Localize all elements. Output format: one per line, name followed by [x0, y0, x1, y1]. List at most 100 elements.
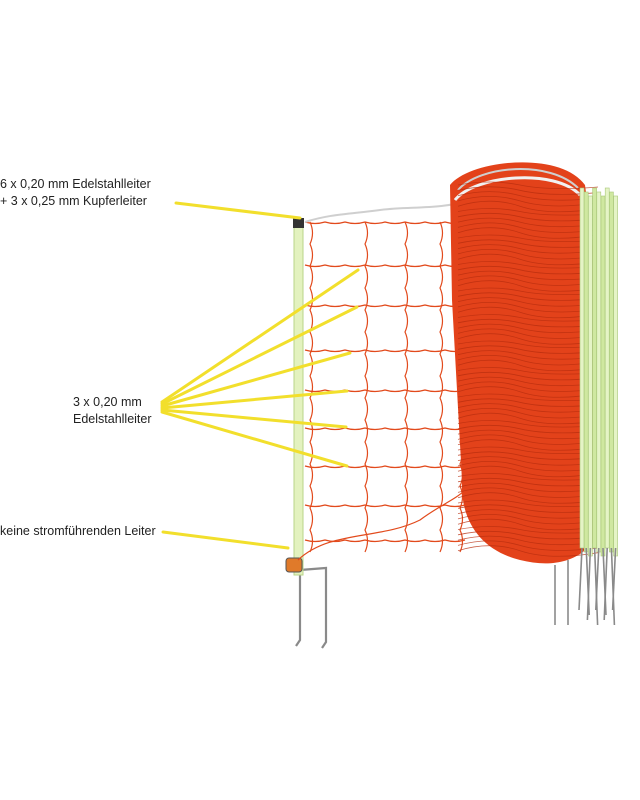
net-strand	[297, 489, 466, 561]
roll-strand	[457, 297, 602, 307]
roll-strand	[457, 328, 602, 339]
net-strand	[439, 221, 444, 553]
roll-strand	[457, 280, 602, 292]
roll-strand	[457, 403, 599, 413]
roll-strand	[457, 465, 599, 478]
label-bottom-conductor: keine stromführenden Leiter	[0, 523, 156, 540]
roll-strand	[457, 446, 605, 454]
label-top-conductor: 6 x 0,20 mm Edelstahlleiter + 3 x 0,25 m…	[0, 176, 151, 210]
roll-strand	[457, 186, 602, 195]
roll-strand	[457, 359, 602, 372]
roll-strand	[457, 234, 602, 242]
roll-strand	[457, 514, 599, 525]
roll-strand	[457, 208, 605, 216]
net-roll	[450, 162, 610, 564]
top-wire	[304, 199, 471, 223]
leader-line-6	[160, 410, 349, 468]
roll-strand	[457, 540, 605, 551]
post-bundle	[554, 187, 618, 626]
bundle-post	[604, 187, 610, 549]
label-middle-conductor: 3 x 0,20 mm Edelstahlleiter	[73, 394, 152, 428]
roll-strand	[457, 429, 605, 440]
roll-strand	[457, 196, 599, 207]
post-spike	[295, 566, 328, 649]
roll-strand	[457, 253, 605, 266]
roll-strand	[457, 306, 599, 319]
bundle-post	[583, 191, 589, 553]
net-strand	[304, 221, 466, 225]
net-strand	[304, 264, 466, 268]
bundle-post	[609, 191, 614, 553]
post-cap	[293, 218, 304, 228]
net-strand	[304, 349, 466, 353]
bundle-spike	[578, 547, 583, 611]
roll-strand	[457, 323, 599, 334]
roll-strand	[457, 381, 605, 392]
roll-strand	[457, 318, 605, 328]
roll-strand	[457, 244, 599, 254]
roll-strand	[457, 461, 605, 472]
roll-strand	[457, 340, 599, 348]
roll-strand	[457, 191, 605, 201]
roll-strand	[457, 398, 605, 407]
net-strand	[304, 465, 466, 469]
roll-strand	[457, 376, 602, 387]
roll-strand	[457, 482, 599, 493]
leader-line-5	[160, 408, 348, 429]
roll-strand	[457, 477, 605, 487]
roll-strand	[457, 535, 602, 546]
label-middle-line1: 3 x 0,20 mm	[73, 395, 142, 409]
roll-strand	[457, 302, 605, 313]
roll-strand	[457, 355, 599, 366]
roll-strand	[457, 239, 605, 248]
roll-strand	[457, 439, 602, 451]
roll-strand	[457, 456, 602, 466]
bundle-post	[579, 187, 585, 549]
leader-line-3	[160, 351, 352, 408]
roll-strand	[457, 518, 602, 531]
bundle-spike	[586, 547, 592, 621]
roll-strand	[457, 367, 605, 375]
roll-strand	[457, 434, 599, 445]
roll-strand	[457, 222, 605, 233]
roll-strand	[457, 265, 602, 275]
roll-strand	[457, 504, 602, 513]
net-strand	[304, 427, 466, 431]
leader-line-1	[160, 268, 360, 404]
bundle-spike	[595, 547, 600, 611]
label-top-line1: 6 x 0,20 mm Edelstahlleiter	[0, 177, 151, 191]
net-strand	[364, 221, 369, 553]
roll-strand	[457, 473, 602, 481]
roll-strand	[457, 412, 605, 425]
bundle-post	[596, 191, 602, 553]
roll-strand	[457, 530, 599, 540]
roll-strand	[457, 270, 605, 281]
label-top-line2: + 3 x 0,25 mm Kupferleiter	[0, 194, 147, 208]
net-strand	[304, 504, 466, 508]
roll-strand	[457, 261, 599, 269]
net-strand	[404, 221, 409, 553]
roll-strand	[457, 227, 599, 239]
leader-line-top	[174, 201, 302, 220]
roll-strand	[457, 487, 602, 498]
roll-strand	[457, 249, 602, 260]
bundle-spike	[593, 547, 599, 626]
bundle-spike	[603, 547, 608, 621]
roll-strand	[457, 292, 599, 301]
leader-line-4	[160, 389, 349, 410]
net-roll-texture	[457, 181, 605, 557]
roll-strand	[457, 424, 602, 434]
roll-strand	[457, 287, 605, 295]
fence-post	[293, 224, 304, 576]
roll-strand	[457, 451, 599, 460]
roll-strand	[457, 345, 602, 354]
post-foot	[285, 557, 303, 573]
roll-strand	[457, 181, 599, 189]
net-strand	[304, 539, 466, 543]
roll-strand	[457, 408, 602, 419]
label-middle-line2: Edelstahlleiter	[73, 412, 152, 426]
leader-lines	[160, 201, 360, 550]
roll-strand	[457, 545, 599, 557]
